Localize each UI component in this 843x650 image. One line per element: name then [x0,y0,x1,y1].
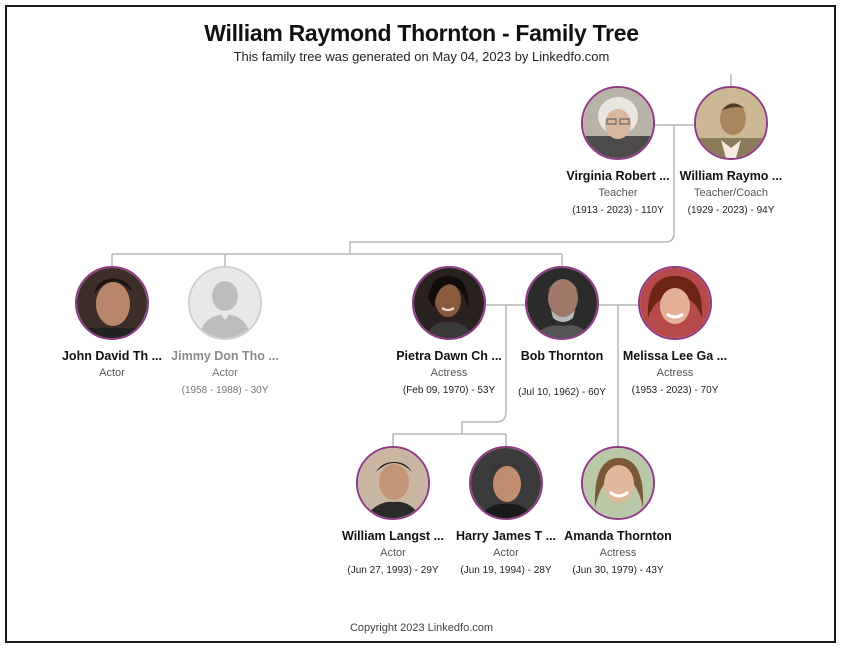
person-bob-thornton[interactable]: Bob Thornton (Jul 10, 1962) - 60Y [502,266,622,398]
person-dates: (Jun 30, 1979) - 43Y [572,565,664,576]
person-pietra-dawn[interactable]: Pietra Dawn Ch ... Actress (Feb 09, 1970… [389,266,509,396]
person-name: Pietra Dawn Ch ... [396,349,502,363]
person-jimmy-don[interactable]: Jimmy Don Tho ... Actor (1958 - 1988) - … [165,266,285,396]
avatar-photo [694,86,768,160]
avatar-photo [469,446,543,520]
person-william-langston[interactable]: William Langst ... Actor (Jun 27, 1993) … [333,446,453,576]
person-role: Actor [493,547,519,559]
person-name: John David Th ... [61,349,162,363]
avatar-photo [412,266,486,340]
person-role: Actress [599,547,637,559]
person-dates: (Feb 09, 1970) - 53Y [402,385,496,396]
page-title: William Raymond Thornton - Family Tree [204,20,639,46]
person-role: Actor [212,367,238,379]
avatar-photo [638,266,712,340]
person-john-david[interactable]: John David Th ... Actor [52,266,172,379]
person-dates: (Jun 27, 1993) - 29Y [347,565,439,576]
person-harry-james[interactable]: Harry James T ... Actor (Jun 19, 1994) -… [446,446,566,576]
person-dates: (1958 - 1988) - 30Y [181,385,269,396]
person-dates: (Jun 19, 1994) - 28Y [460,565,552,576]
person-name: William Raymo ... [679,169,783,183]
person-dates: (Jul 10, 1962) - 60Y [518,387,606,398]
avatar-photo [525,266,599,340]
person-name: William Langst ... [342,529,444,543]
person-name: Amanda Thornton [564,529,672,543]
avatar-photo [581,446,655,520]
person-name: Melissa Lee Ga ... [622,349,728,363]
page-subtitle: This family tree was generated on May 04… [233,49,610,64]
person-amanda-thornton[interactable]: Amanda Thornton Actress (Jun 30, 1979) -… [558,446,678,576]
person-role: Actress [656,367,694,379]
person-dates: (1953 - 2023) - 70Y [631,385,719,396]
person-melissa-lee[interactable]: Melissa Lee Ga ... Actress (1953 - 2023)… [615,266,735,396]
person-role: Actress [430,367,468,379]
person-name: Jimmy Don Tho ... [171,349,279,363]
person-dates: (1929 - 2023) - 94Y [687,205,775,216]
placeholder-avatar-icon [188,266,262,340]
person-role: Teacher [598,187,638,199]
person-name: Virginia Robert ... [566,169,670,183]
copyright-footer: Copyright 2023 Linkedfo.com [349,622,494,634]
avatar-photo [581,86,655,160]
person-name: Bob Thornton [520,349,604,363]
person-virginia[interactable]: Virginia Robert ... Teacher (1913 - 2023… [558,86,678,216]
person-role: Actor [99,367,125,379]
person-role: Actor [380,547,406,559]
avatar-photo [75,266,149,340]
person-name: Harry James T ... [455,529,557,543]
person-role: Teacher/Coach [694,187,768,199]
avatar-photo [356,446,430,520]
person-william-raymond[interactable]: William Raymo ... Teacher/Coach (1929 - … [671,86,791,216]
person-dates: (1913 - 2023) - 110Y [572,205,664,216]
